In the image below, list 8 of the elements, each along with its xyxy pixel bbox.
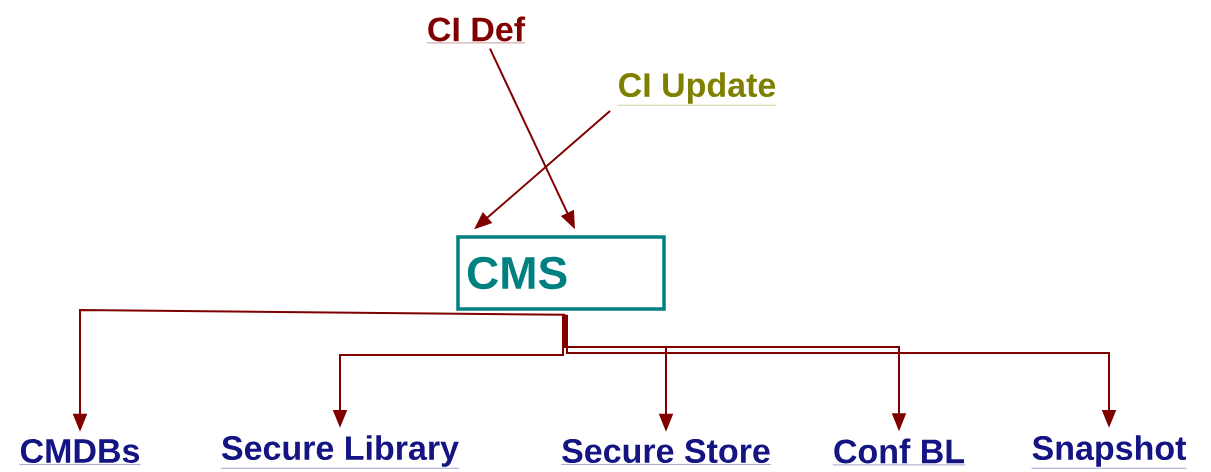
process-box: CMS [456,235,666,311]
link-label: CMDBs [19,438,141,465]
link-label: Conf BL [832,438,966,466]
link-label: Secure Store [560,438,772,465]
link-label: Secure Library [220,435,460,469]
link-label: CI Update [617,72,777,106]
link-label: CI Def [426,16,526,44]
link-label: Snapshot [1031,435,1187,469]
